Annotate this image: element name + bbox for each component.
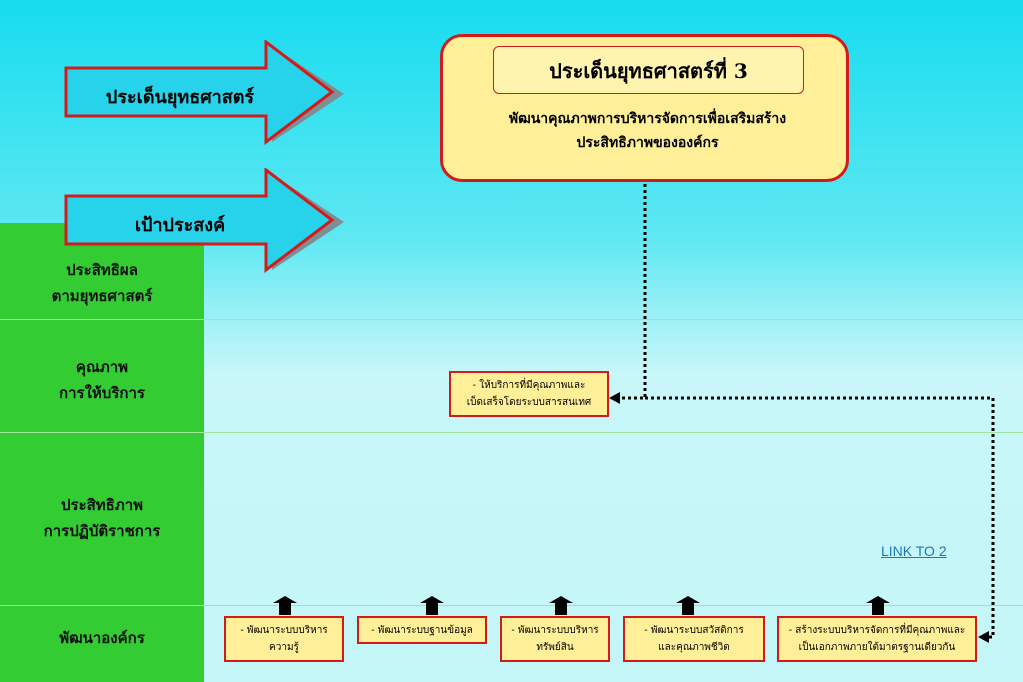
row-divider: [0, 605, 1023, 606]
up-arrow-icon: [866, 596, 890, 615]
link-to-2[interactable]: LINK TO 2: [881, 543, 947, 559]
connector-goal-to-service: [618, 184, 647, 400]
strategic-issue-3-box: ประเด็นยุทธศาสตร์ที่ 3 พัฒนาคุณภาพการบริ…: [440, 34, 849, 182]
row-label-org-development: พัฒนาองค์กร: [0, 625, 204, 651]
row-divider: [0, 319, 1023, 320]
org-box-welfare: - พัฒนาระบบสวัสดิการ และคุณภาพชีวิต: [623, 616, 765, 662]
up-arrow-icon: [420, 596, 444, 615]
org-box-line: - พัฒนาระบบสวัสดิการ: [644, 625, 744, 636]
service-quality-box: - ให้บริการที่มีคุณภาพและ เบ็ดเสร็จโดยระ…: [449, 371, 609, 417]
org-box-quality-system: - สร้างระบบบริหารจัดการที่มีคุณภาพและ เป…: [777, 616, 977, 662]
row-label-line: ตามยุทธศาสตร์: [51, 287, 153, 305]
goal-description-line: ประสิทธิภาพขององค์กร: [576, 135, 719, 151]
org-box-line: ความรู้: [269, 642, 299, 653]
row-label-line: การให้บริการ: [59, 384, 145, 402]
strategic-issue-label: ประเด็นยุทธศาสตร์: [105, 87, 255, 108]
org-box-line: - สร้างระบบบริหารจัดการที่มีคุณภาพและ: [788, 625, 966, 636]
org-box-line: - พัฒนาระบบบริหาร: [511, 625, 599, 636]
org-box-line: ทรัพย์สิน: [536, 642, 574, 653]
org-box-asset-management: - พัฒนาระบบบริหาร ทรัพย์สิน: [500, 616, 610, 662]
org-box-line: - พัฒนาระบบฐานข้อมูล: [371, 624, 473, 636]
service-box-line: - ให้บริการที่มีคุณภาพและ: [472, 380, 586, 391]
service-box-line: เบ็ดเสร็จโดยระบบสารสนเทศ: [466, 397, 592, 408]
arrowhead-quality-system: [978, 631, 989, 643]
org-box-knowledge-management: - พัฒนาระบบบริหาร ความรู้: [224, 616, 344, 662]
objective-arrow: [64, 168, 344, 274]
up-arrow-icon: [273, 596, 297, 615]
up-arrows: [273, 596, 890, 615]
org-box-line: และคุณภาพชีวิต: [658, 642, 730, 653]
arrowhead-service: [609, 392, 620, 404]
row-label-line: พัฒนาองค์กร: [59, 629, 145, 647]
row-label-effectiveness: ประสิทธิผล ตามยุทธศาสตร์: [0, 257, 204, 309]
row-label-line: การปฏิบัติราชการ: [43, 522, 161, 540]
connector-to-quality-system: [645, 396, 995, 639]
goal-description: พัฒนาคุณภาพการบริหารจัดการเพื่อเสริมสร้า…: [463, 107, 832, 155]
row-label-line: คุณภาพ: [75, 358, 129, 376]
up-arrow-icon: [676, 596, 700, 615]
row-label-efficiency: ประสิทธิภาพ การปฏิบัติราชการ: [0, 492, 204, 544]
strategic-issue-arrow: [64, 40, 344, 146]
objective-label: เป้าประสงค์: [134, 215, 226, 236]
row-label-line: ประสิทธิภาพ: [60, 496, 144, 514]
row-label-service-quality: คุณภาพ การให้บริการ: [0, 354, 204, 406]
up-arrow-icon: [549, 596, 573, 615]
row-divider: [0, 432, 1023, 433]
row-label-line: ประสิทธิผล: [66, 261, 138, 279]
org-box-line: - พัฒนาระบบบริหาร: [240, 625, 328, 636]
org-box-database: - พัฒนาระบบฐานข้อมูล: [357, 616, 487, 644]
goal-title: ประเด็นยุทธศาสตร์ที่ 3: [493, 46, 804, 94]
org-box-line: เป็นเอกภาพภายใต้มาตรฐานเดียวกัน: [798, 642, 956, 653]
goal-description-line: พัฒนาคุณภาพการบริหารจัดการเพื่อเสริมสร้า…: [508, 111, 787, 127]
